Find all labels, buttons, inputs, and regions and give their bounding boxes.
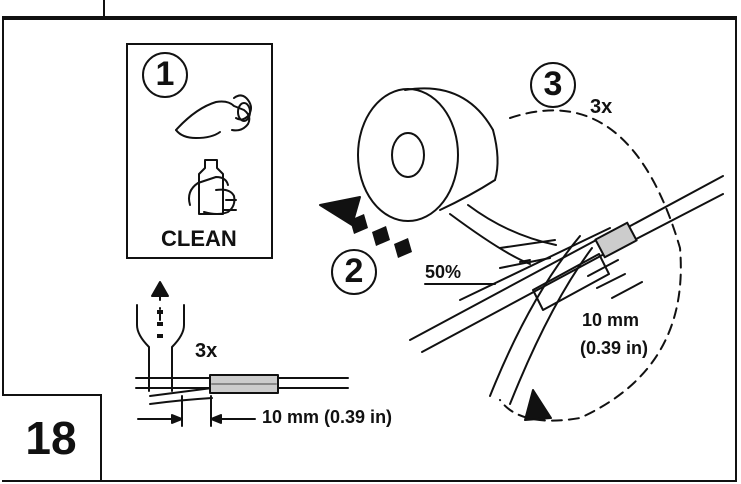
rotation-arc: [499, 109, 682, 422]
bottle-hand-icon: [188, 159, 237, 215]
crimp-repeat-label: 3x: [195, 340, 218, 362]
clean-label: CLEAN: [161, 226, 237, 251]
step-number-1: 1: [155, 55, 175, 93]
header-divider: [103, 0, 105, 17]
step-number-box: 18: [2, 394, 102, 482]
crimp-tool-icon: [136, 289, 185, 392]
step-number: 18: [25, 412, 77, 464]
step-circle-2: [331, 249, 377, 295]
arrow-up-icon: [151, 281, 169, 297]
step-circle-3: [530, 62, 576, 108]
rotation-arrow-icon: [524, 389, 552, 421]
measure-right-mm: 10 mm: [582, 310, 640, 330]
wire-with-ferrule: [135, 374, 349, 405]
header-bar: [2, 0, 737, 20]
dimension-arrow-right: [587, 259, 643, 299]
dimension-arrow-bottom: [137, 395, 256, 427]
wiping-hand-icon: [175, 94, 252, 139]
overlap-lines: [499, 239, 556, 269]
step-circle-1: [142, 52, 188, 98]
clean-panel: [126, 43, 273, 259]
cable-assembly: [409, 175, 724, 405]
measure-bottom-label: 10 mm (0.39 in): [262, 407, 393, 427]
step-number-3: 3: [543, 65, 563, 103]
arrow-left-icon: [319, 196, 361, 226]
measure-right-in: (0.39 in): [580, 338, 649, 358]
step-number-2: 2: [344, 252, 364, 290]
wrap-repeat-label: 3x: [590, 96, 613, 118]
illustration-frame: [2, 16, 737, 482]
overlap-label: 50%: [425, 262, 462, 282]
